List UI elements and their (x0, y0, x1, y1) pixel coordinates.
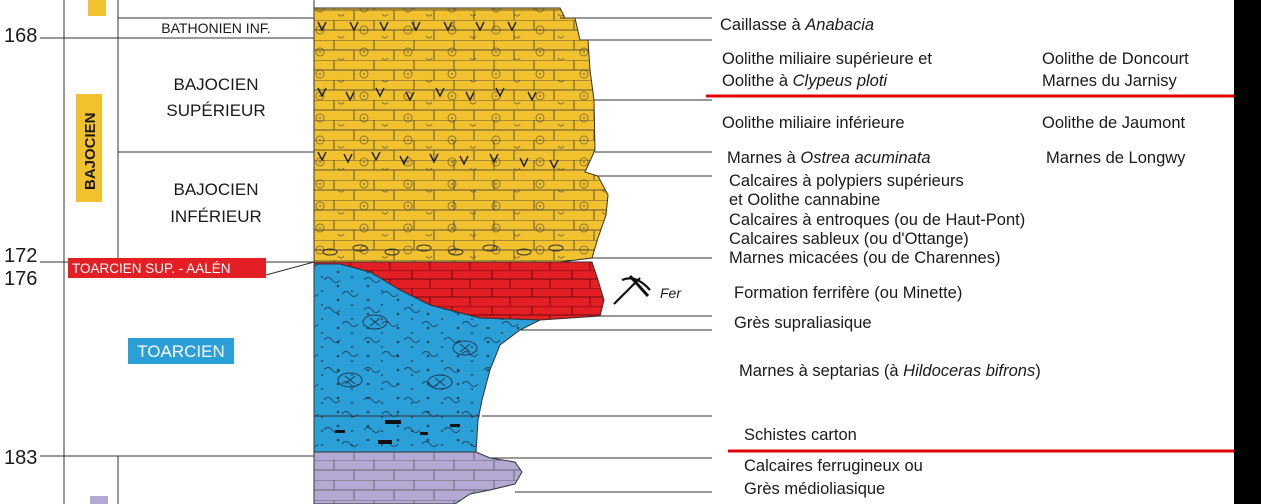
bajocien-inf-label-2: INFÉRIEUR (170, 207, 262, 226)
right-edge-bar (1234, 0, 1261, 504)
toarcien-sup-label: TOARCIEN SUP. - AALÉN (72, 261, 231, 276)
doncourt-label: Oolithe de Doncourt (1042, 50, 1189, 68)
oolithe-inf-label: Oolithe miliaire inférieure (722, 114, 905, 132)
age-168: 168 (4, 25, 37, 47)
ferrifere-label: Formation ferrifère (ou Minette) (734, 284, 962, 302)
fer-label: Fer (660, 285, 682, 301)
bajocien-vertical-label: BAJOCIEN (82, 112, 99, 190)
gres-medio-label: Grès médioliasique (744, 480, 885, 498)
toarcien-label: TOARCIEN (137, 342, 225, 361)
age-176: 176 (4, 268, 37, 290)
toarcien-stage-box (128, 338, 234, 364)
age-labels: 168 172 176 183 (4, 25, 37, 469)
oolithe-sup-label-1: Oolithe miliaire supérieure et (722, 50, 932, 68)
lithology-column (313, 7, 609, 504)
ostrea-label: Marnes à Ostrea acuminata (727, 149, 931, 167)
bajocien-stage-box (76, 94, 102, 202)
jarnisy-label: Marnes du Jarnisy (1042, 72, 1178, 90)
oolithe-sup-label-2: Oolithe à Clypeus ploti (722, 72, 888, 90)
ferrugineux-label: Calcaires ferrugineux ou (744, 457, 923, 475)
toarcien-sup-stage-box (68, 258, 266, 278)
bajocien-inf-label-1: BAJOCIEN (173, 180, 258, 199)
pickaxe-icon (613, 274, 651, 305)
schistes-label: Schistes carton (744, 426, 857, 444)
formation-labels: Caillasse à Anabacia Oolithe miliaire su… (720, 16, 1189, 498)
micacees-label: Marnes micacées (ou de Charennes) (729, 249, 1000, 267)
gres-supra-label: Grès supraliasique (734, 314, 872, 332)
formation-leader-lines (482, 17, 712, 493)
longwy-label: Marnes de Longwy (1046, 149, 1186, 167)
septarias-label: Marnes à septarias (à Hildoceras bifrons… (739, 362, 1041, 380)
bathonien-inf-label: BATHONIEN INF. (161, 20, 270, 36)
age-183: 183 (4, 447, 37, 469)
bajocien-sup-label-2: SUPÉRIEUR (166, 101, 265, 120)
jaumont-label: Oolithe de Jaumont (1042, 114, 1186, 132)
bajocien-sup-label-1: BAJOCIEN (173, 75, 258, 94)
polypiers-label: Calcaires à polypiers supérieurs (729, 172, 964, 190)
cannabine-label: et Oolithe cannabine (729, 191, 880, 209)
age-172: 172 (4, 245, 37, 267)
caillasse-label: Caillasse à Anabacia (720, 16, 874, 34)
entroques-label: Calcaires à entroques (ou de Haut-Pont) (729, 211, 1025, 229)
lower-stage-box (90, 496, 108, 504)
sableux-label: Calcaires sableux (ou d'Ottange) (729, 230, 969, 248)
bajocien-stage-box-top (88, 0, 106, 16)
